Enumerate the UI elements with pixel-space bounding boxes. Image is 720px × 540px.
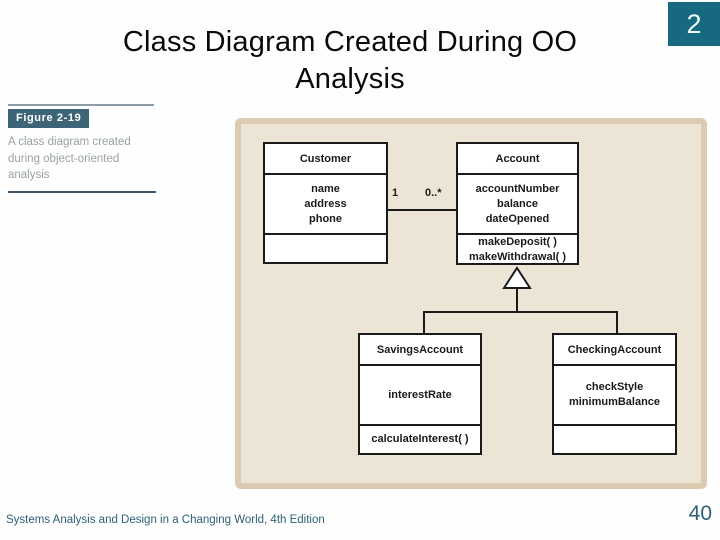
class-diagram-panel: Customer name address phone Account acco… [235, 118, 707, 489]
class-attributes: name address phone [265, 175, 386, 235]
attribute: address [304, 197, 347, 210]
class-name: SavingsAccount [360, 335, 480, 366]
class-methods [265, 235, 386, 262]
multiplicity-label-one: 1 [392, 187, 399, 199]
footer-book-title: Systems Analysis and Design in a Changin… [6, 514, 325, 526]
slide-title-line1: Class Diagram Created During OO [122, 26, 578, 58]
class-attributes: accountNumber balance dateOpened [458, 175, 577, 235]
method: makeWithdrawal( ) [468, 251, 567, 263]
chapter-number: 2 [686, 8, 702, 39]
class-box-checking-account: CheckingAccount checkStyle minimumBalanc… [552, 333, 677, 455]
class-methods: calculateInterest( ) [360, 426, 480, 453]
attribute: phone [309, 212, 342, 225]
generalization-drop-right-line [616, 311, 618, 335]
generalization-drop-left-line [423, 311, 425, 335]
figure-top-rule [8, 104, 154, 106]
slide-title-line2: Analysis [295, 63, 405, 95]
figure-caption: A class diagram created during object-or… [8, 136, 131, 181]
attribute: name [311, 182, 340, 195]
class-name: Account [458, 144, 577, 175]
slide-title: Class Diagram Created During OO Analysis [40, 24, 660, 98]
attribute: accountNumber [475, 182, 560, 195]
figure-number-badge: Figure 2-19 [8, 109, 90, 128]
class-attributes: interestRate [360, 366, 480, 426]
class-methods [554, 426, 675, 453]
attribute: interestRate [388, 388, 452, 401]
class-name: CheckingAccount [554, 335, 675, 366]
attribute: balance [497, 197, 538, 210]
class-methods: makeDeposit( ) makeWithdrawal( ) [458, 235, 577, 265]
association-line [388, 209, 456, 211]
attribute: checkStyle [585, 381, 644, 393]
class-box-savings-account: SavingsAccount interestRate calculateInt… [358, 333, 482, 455]
generalization-triangle-icon [502, 266, 532, 289]
figure-bottom-rule [8, 190, 156, 193]
class-name: Customer [265, 144, 386, 175]
method: makeDeposit( ) [478, 236, 557, 248]
class-box-customer: Customer name address phone [263, 142, 388, 264]
attribute: minimumBalance [568, 396, 661, 408]
multiplicity-label-many: 0..* [425, 187, 442, 199]
class-box-account: Account accountNumber balance dateOpened… [456, 142, 579, 265]
figure-label-block: Figure 2-19 A class diagram created duri… [8, 104, 156, 193]
method: calculateInterest( ) [371, 433, 469, 445]
page-number: 40 [688, 502, 712, 525]
generalization-crossbar-line [423, 311, 618, 313]
chapter-number-badge: 2 [668, 2, 720, 46]
attribute: dateOpened [485, 212, 550, 225]
class-attributes: checkStyle minimumBalance [554, 366, 675, 426]
generalization-stem-line [516, 288, 518, 313]
